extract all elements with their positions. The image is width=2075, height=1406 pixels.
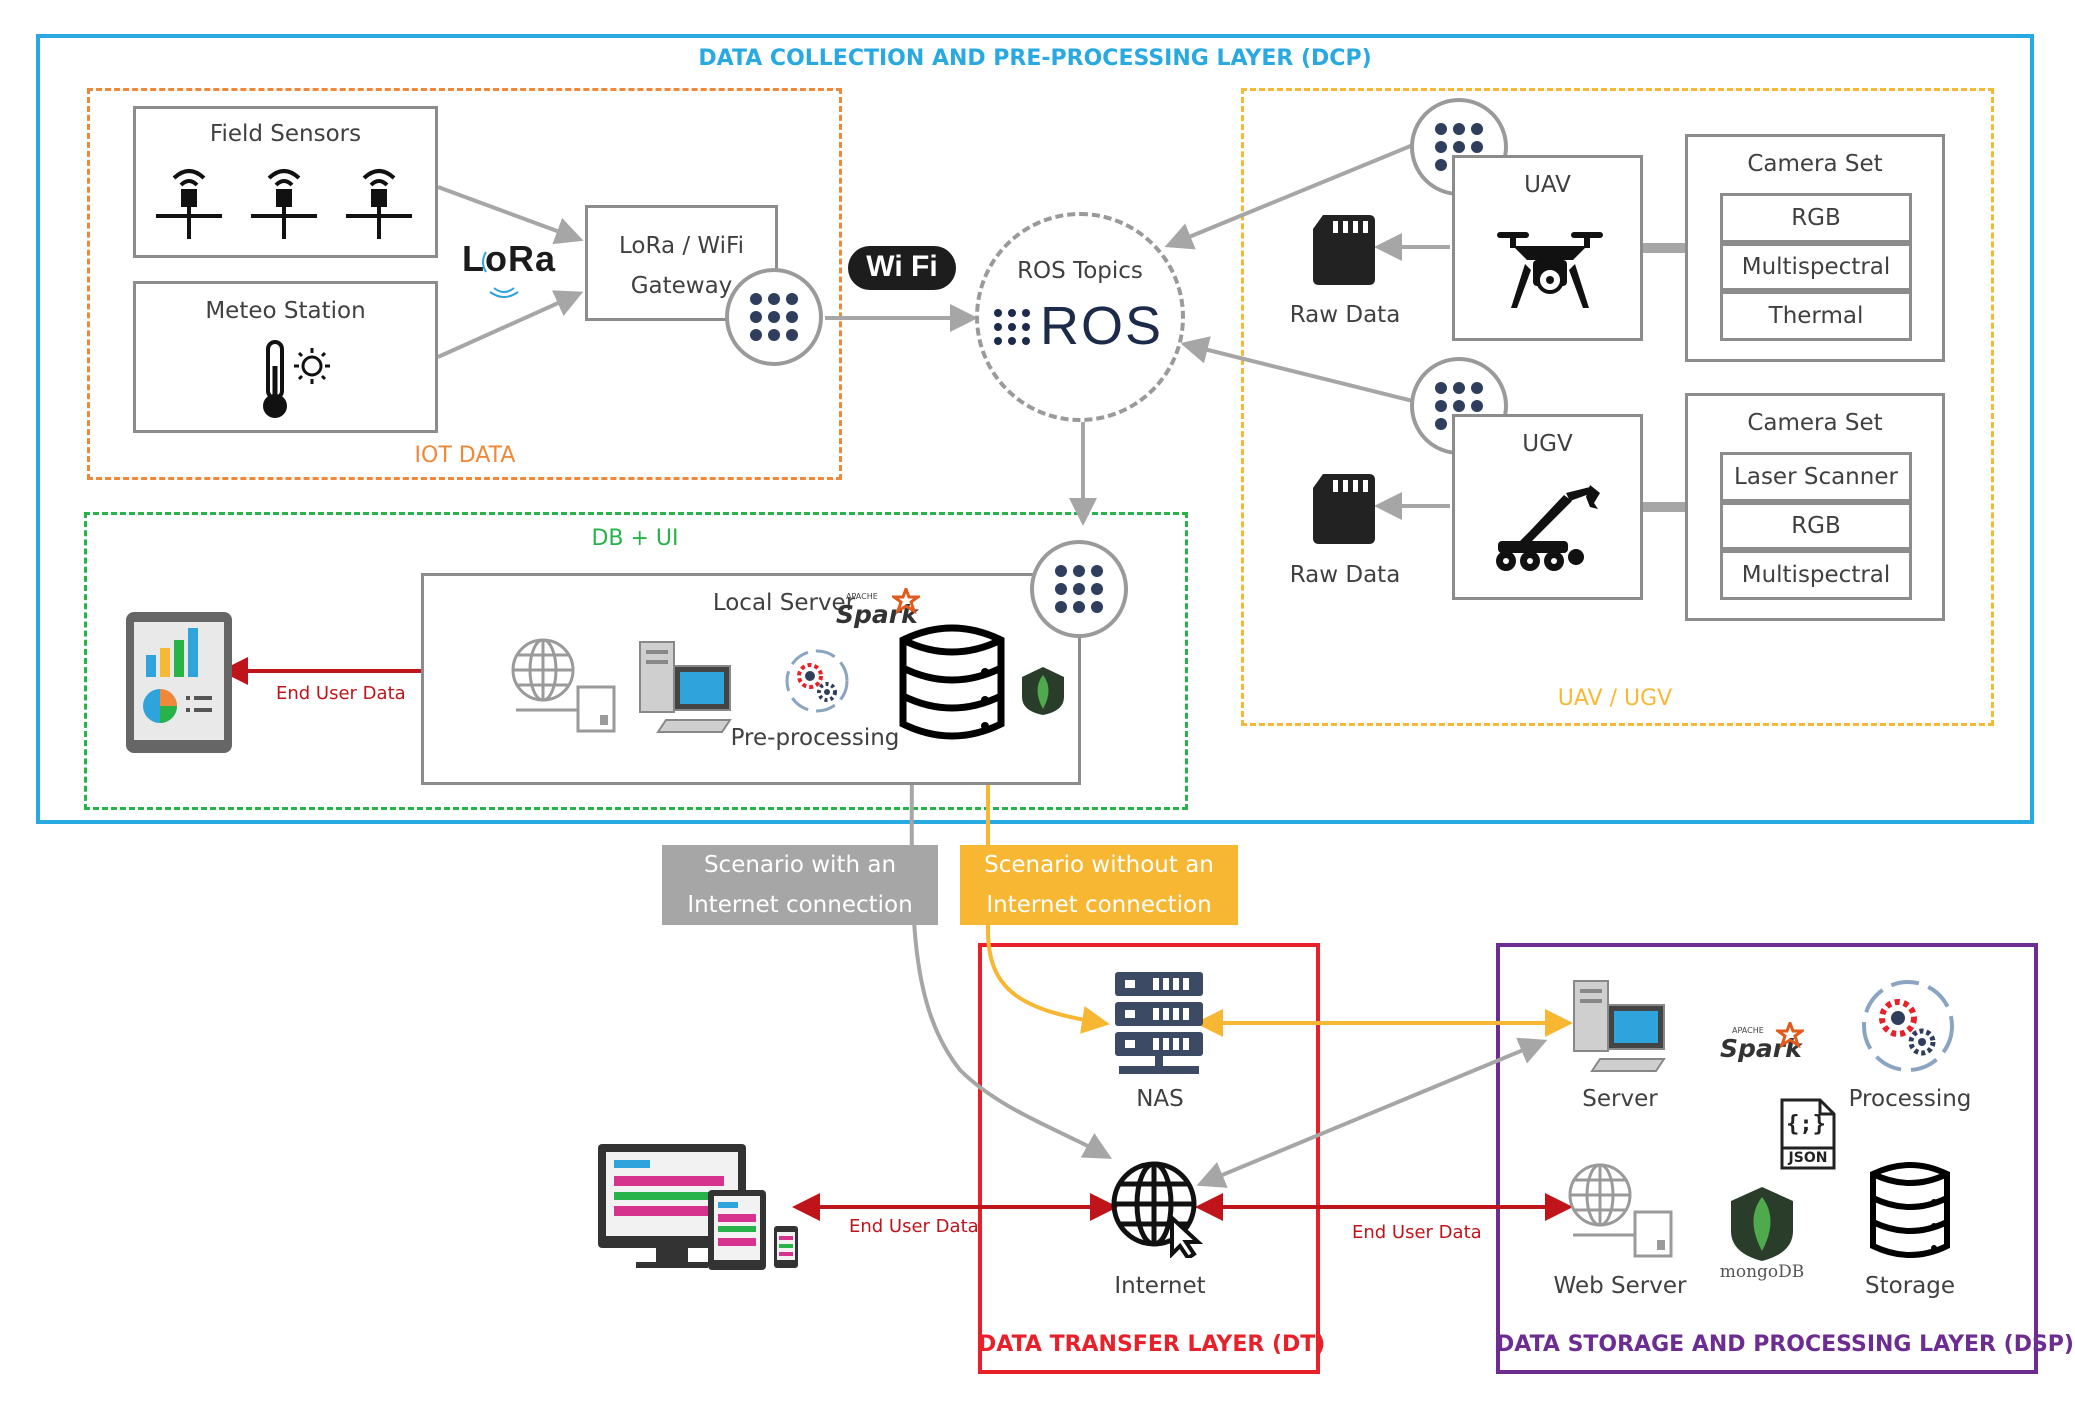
dsp-layer-title: DATA STORAGE AND PROCESSING LAYER (DSP) [1496,1332,2074,1357]
uav-camera-set-label: Camera Set [1747,151,1883,177]
node-dots-icon [750,293,798,341]
uav-camera-multispectral: Multispectral [1720,243,1912,291]
internet-globe-cursor-icon [1111,1161,1204,1258]
local-spark-logo: APACHE Spark [836,588,926,638]
web-globe-page-icon [511,638,616,733]
uav-raw-data-label: Raw Data [1289,302,1401,328]
ugv-box: UGV [1452,414,1643,600]
tablet-dashboard-icon [124,610,234,759]
dsp-spark-apache-text: APACHE [1732,1026,1764,1035]
lora-logo-text: LoRa [462,238,556,279]
local-spark-apache-text: APACHE [846,592,878,601]
uav-ugv-frame [1241,88,1994,726]
ugv-camera-laser-scanner: Laser Scanner [1720,452,1912,502]
dt-layer-title: DATA TRANSFER LAYER (DT) [978,1332,1326,1357]
ugv-camera-rgb: RGB [1720,502,1912,550]
preprocessing-gears-icon [785,649,849,713]
internet-label: Internet [1114,1273,1206,1299]
meteo-station-label: Meteo Station [205,298,366,324]
devices-end-user-data-label: End User Data [849,1216,979,1237]
preprocessing-label: Pre-processing [730,725,900,751]
soil-sensor-icons [156,169,412,239]
wifi-logo-badge [848,246,956,290]
web-server-globe-page-icon [1568,1163,1673,1258]
soil-sensor-icon [346,169,412,239]
scenario-without-internet-label: Scenario without an Internet connection [960,845,1238,925]
soil-sensor-icon [251,169,317,239]
gateway-ros-node-hub [725,268,823,366]
db-ui-title: DB + UI [591,526,679,551]
scenario-with-internet-label: Scenario with an Internet connection [662,845,938,925]
uav-camera-thermal: Thermal [1720,291,1912,341]
ugv-raw-data-label: Raw Data [1289,562,1401,588]
gateway-label-line1: LoRa / WiFi [619,233,744,259]
uav-camera-rgb: RGB [1720,193,1912,243]
computer-workstation-icon [639,641,732,733]
dsp-spark-text: Spark [1720,1034,1802,1063]
gateway-label-line2: Gateway [630,273,733,299]
web-server-label: Web Server [1553,1273,1687,1299]
db-ui-frame [84,512,1188,810]
local-database-icon [899,624,1005,740]
drone-icon [1497,232,1603,308]
local-mongodb-leaf-icon [1022,667,1064,715]
processing-label: Processing [1848,1086,1972,1112]
lora-wifi-gateway-box: LoRa / WiFi Gateway [585,205,778,321]
ugv-label: UGV [1522,431,1573,457]
ros-logo-text: ROS [1040,296,1164,356]
tablet-end-user-data-label: End User Data [276,683,406,704]
soil-sensor-icon [156,169,222,239]
uav-box: UAV [1452,155,1643,341]
uav-ugv-title: UAV / UGV [1557,686,1673,711]
ros-dots-icon [994,309,1030,345]
nas-server-rack-icon [1115,972,1203,1074]
lora-waves-icon [482,251,519,298]
mongodb-leaf-icon [1731,1187,1793,1261]
iot-data-title: IOT DATA [414,443,516,468]
scenario-with-line1: Scenario with an [703,852,897,878]
storage-database-icon [1870,1162,1950,1258]
uav-label: UAV [1524,172,1571,198]
webserver-end-user-data-label: End User Data [1352,1222,1482,1243]
local-spark-text: Spark [836,600,918,629]
multi-device-screens-icon [598,1144,798,1270]
wifi-logo: Wi Fi [848,238,958,294]
meteo-station-box: Meteo Station [133,281,438,433]
field-sensors-box: Field Sensors [133,106,438,258]
ugv-raw-data-sd-card-icon [1313,474,1375,548]
dsp-server-label: Server [1582,1086,1658,1112]
wifi-logo-text: Wi Fi [866,250,938,283]
dsp-spark-logo: APACHE Spark [1720,1022,1810,1072]
scenario-without-line1: Scenario without an [984,852,1214,878]
lora-logo: LoRa [462,238,562,298]
ugv-camera-set-label: Camera Set [1747,410,1883,436]
scenario-with-line2: Internet connection [687,892,913,918]
local-server-ros-node-hub [1030,540,1128,638]
ugv-camera-multispectral: Multispectral [1720,550,1912,600]
spark-star-icon [1776,1022,1804,1048]
json-braces-text: {;} [1786,1112,1826,1137]
dcp-layer-title: DATA COLLECTION AND PRE-PROCESSING LAYER… [698,46,1372,71]
robotic-rover-icon [1496,485,1600,571]
local-server-label: Local Server [712,590,856,616]
storage-label: Storage [1865,1273,1955,1299]
iot-data-frame [87,88,842,480]
uav-raw-data-sd-card-icon [1313,215,1375,289]
ros-topics-label: ROS Topics [1017,258,1143,284]
dsp-server-workstation-icon [1573,980,1666,1072]
thermometer-sun-icon [263,340,330,418]
mongodb-label: mongoDB [1719,1262,1805,1282]
scenario-without-line2: Internet connection [986,892,1212,918]
processing-gears-icon [1862,980,1954,1072]
node-dots-icon [1055,565,1103,613]
json-label: JSON [1788,1150,1828,1166]
spark-star-icon [892,588,920,614]
nas-label: NAS [1136,1086,1184,1112]
ros-topics-circle [975,212,1185,422]
json-file-icon: {;} JSON [1780,1098,1836,1170]
field-sensors-label: Field Sensors [209,121,362,147]
